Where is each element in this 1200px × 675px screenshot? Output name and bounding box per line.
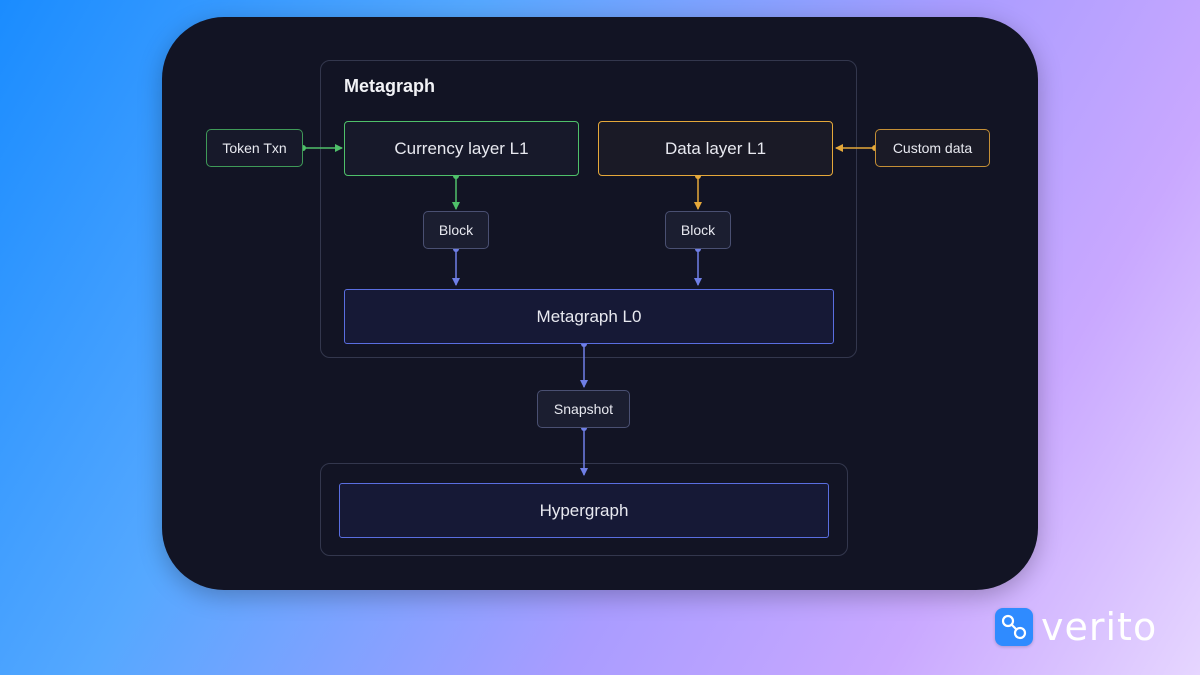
token-txn-node: Token Txn xyxy=(206,129,303,167)
link-nodes-icon xyxy=(995,608,1033,646)
brand-name: verito xyxy=(1041,605,1158,649)
custom-data-node: Custom data xyxy=(875,129,990,167)
block-left-node: Block xyxy=(423,211,489,249)
data-layer-node: Data layer L1 xyxy=(598,121,833,176)
metagraph-group xyxy=(320,60,857,358)
snapshot-node: Snapshot xyxy=(537,390,630,428)
brand-logo: verito xyxy=(995,608,1157,646)
metagraph-title: Metagraph xyxy=(344,76,436,96)
hypergraph-node: Hypergraph xyxy=(339,483,829,538)
block-right-node: Block xyxy=(665,211,731,249)
currency-layer-node: Currency layer L1 xyxy=(344,121,579,176)
metagraph-l0-node: Metagraph L0 xyxy=(344,289,834,344)
